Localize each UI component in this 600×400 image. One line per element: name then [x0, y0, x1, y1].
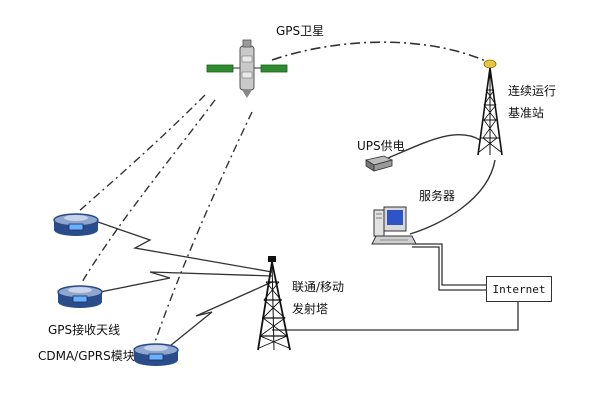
tower-label-line1: 联通/移动: [292, 280, 345, 294]
reference-station-tower-icon: [477, 59, 503, 156]
internet-box: Internet: [486, 276, 552, 302]
server-label: 服务器: [419, 189, 456, 203]
gps-receiver-icon: [57, 285, 103, 309]
tower-label-line2: 发射塔: [292, 302, 329, 316]
satellite-icon: [206, 39, 288, 98]
satellite-to-receiver-2: [81, 99, 216, 283]
gps-satellite-label: GPS卫星: [276, 24, 325, 38]
server-computer-icon: [371, 206, 417, 245]
receiver-label-line1: GPS接收天线: [48, 323, 121, 337]
wireless-link-receiver-2: [99, 271, 273, 293]
cell-tower-icon: [257, 256, 291, 351]
ups-to-station-link: [387, 133, 481, 159]
gps-receiver-icon: [133, 343, 179, 367]
wireless-link-receiver-3: [164, 281, 273, 351]
station-to-server-link: [409, 159, 496, 235]
ups-power-label: UPS供电: [357, 139, 405, 153]
gps-receiver-icon: [53, 213, 99, 237]
ups-device-icon: [364, 155, 394, 172]
satellite-to-receiver-1: [77, 94, 206, 213]
reference-station-label-line1: 连续运行: [508, 84, 557, 98]
satellite-to-station-link: [271, 41, 489, 63]
internet-to-tower-link: [272, 301, 519, 331]
server-to-internet-link: [412, 243, 486, 286]
satellite-to-receiver-3: [154, 111, 253, 343]
receiver-label-line2: CDMA/GPRS模块: [38, 349, 135, 363]
reference-station-label-line2: 基准站: [508, 106, 545, 120]
wireless-link-receiver-1: [97, 221, 273, 273]
